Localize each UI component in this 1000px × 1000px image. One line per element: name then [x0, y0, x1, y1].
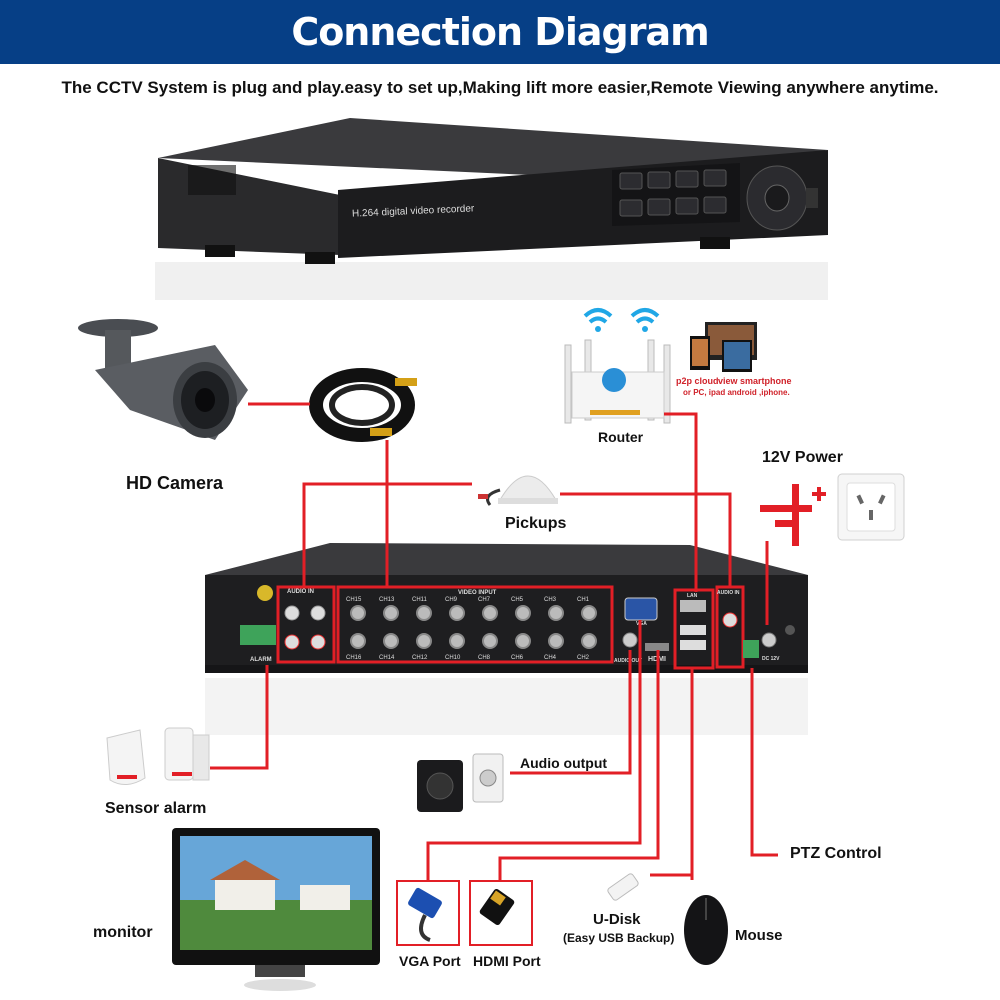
- page-subtitle: The CCTV System is plug and play.easy to…: [61, 78, 939, 97]
- channel-label-ch14: CH14: [379, 655, 395, 661]
- channel-label-ch10: CH10: [445, 655, 461, 661]
- bnc-connector-ch12: [416, 633, 432, 649]
- bnc-connector-ch4: [548, 633, 564, 649]
- channel-label-ch11: CH11: [412, 597, 427, 603]
- page-title: Connection Diagram: [291, 10, 709, 54]
- lan-port-label: LAN: [687, 593, 698, 599]
- bnc-connector-ch1: [581, 605, 597, 621]
- channel-label-ch9: CH9: [445, 597, 458, 603]
- channel-label-ch15: CH15: [346, 597, 362, 603]
- audio-output-label: Audio output: [520, 755, 608, 771]
- access-note: or PC, ipad android ,iphone.: [683, 388, 790, 397]
- view-smartphone-label: view smartphone: [718, 376, 792, 386]
- channel-label-ch2: CH2: [577, 655, 590, 661]
- u-disk-label: U-Disk: [593, 911, 641, 928]
- header-bar: [0, 0, 1000, 64]
- channel-label-ch13: CH13: [379, 597, 395, 603]
- router-label: Router: [598, 429, 644, 445]
- p2p-cloud-label: p2p cloud: [676, 376, 719, 386]
- bnc-connector-ch6: [515, 633, 531, 649]
- u-disk-note: (Easy USB Backup): [563, 931, 675, 945]
- bnc-connector-ch13: [383, 605, 399, 621]
- bnc-connector-ch2: [581, 633, 597, 649]
- hdmi-port-caption: HDMI Port: [473, 953, 541, 969]
- power-port-label: DC 12V: [762, 656, 780, 662]
- audio-out-port-label: AUDIO OUT: [614, 658, 643, 664]
- channel-label-ch12: CH12: [412, 655, 428, 661]
- channel-label-ch3: CH3: [544, 597, 557, 603]
- vga-port-caption: VGA Port: [399, 953, 461, 969]
- bnc-connector-ch10: [449, 633, 465, 649]
- bnc-connector-ch7: [482, 605, 498, 621]
- power-12v-label: 12V Power: [762, 449, 843, 466]
- bnc-connector-ch16: [350, 633, 366, 649]
- monitor-label: monitor: [93, 924, 153, 941]
- channel-label-ch16: CH16: [346, 655, 362, 661]
- bnc-connector-ch15: [350, 605, 366, 621]
- hd-camera-label: HD Camera: [126, 473, 224, 493]
- channel-label-ch6: CH6: [511, 655, 524, 661]
- channel-label-ch4: CH4: [544, 655, 557, 661]
- channel-label-ch8: CH8: [478, 655, 491, 661]
- video-input-label: VIDEO INPUT: [458, 590, 497, 596]
- audio-in-label-right: AUDIO IN: [717, 590, 740, 596]
- bnc-connector-ch3: [548, 605, 564, 621]
- bnc-connector-ch11: [416, 605, 432, 621]
- bnc-connector-ch8: [482, 633, 498, 649]
- audio-in-label-left: AUDIO IN: [287, 589, 314, 595]
- ptz-control-label: PTZ Control: [790, 845, 882, 862]
- bnc-connector-ch14: [383, 633, 399, 649]
- pickups-label: Pickups: [505, 515, 567, 532]
- alarm-port-label: ALARM: [250, 657, 272, 663]
- channel-label-ch7: CH7: [478, 597, 491, 603]
- channel-label-ch5: CH5: [511, 597, 524, 603]
- mouse-label: Mouse: [735, 927, 783, 944]
- channel-label-ch1: CH1: [577, 597, 590, 603]
- bnc-connector-ch5: [515, 605, 531, 621]
- sensor-alarm-label: Sensor alarm: [105, 800, 207, 817]
- bnc-connector-ch9: [449, 605, 465, 621]
